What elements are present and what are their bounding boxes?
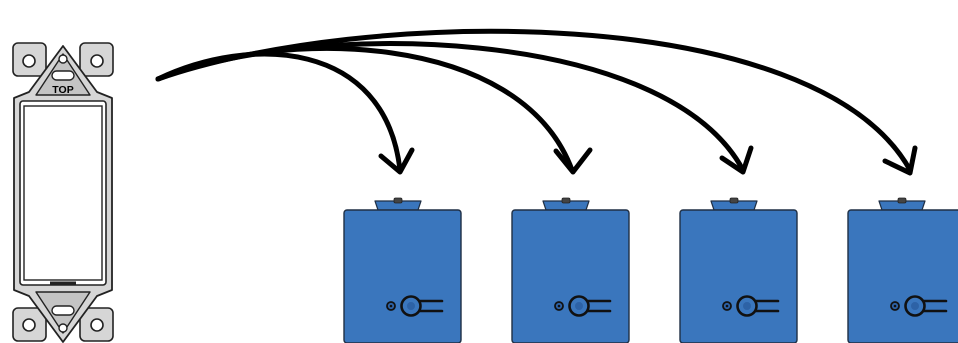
top-label: TOP xyxy=(52,84,73,96)
arrow-to-receiver-1 xyxy=(155,51,415,175)
receiver-body xyxy=(343,209,462,343)
key-icon-center xyxy=(743,302,751,310)
receiver-2 xyxy=(511,197,630,343)
screw-hole-top-right xyxy=(90,54,104,68)
receiver-4 xyxy=(847,197,958,343)
receiver-3 xyxy=(679,197,798,343)
screw-hole-bottom-right xyxy=(90,318,104,332)
receivers xyxy=(343,197,958,343)
arrow-to-receiver-2 xyxy=(155,46,593,175)
screw-hole-bottom-left xyxy=(22,318,36,332)
rocker-paddle[interactable] xyxy=(23,105,103,281)
top-center-hole xyxy=(58,54,68,64)
screw-hole-top-left xyxy=(22,54,36,68)
receiver-top-button xyxy=(561,197,571,204)
arrow-to-receiver-3 xyxy=(155,41,754,175)
receiver-led-center xyxy=(893,304,897,308)
key-icon-center xyxy=(407,302,415,310)
key-icon xyxy=(904,295,926,317)
receiver-led-center xyxy=(389,304,393,308)
receiver-1 xyxy=(343,197,462,343)
wall-switch: TOP xyxy=(12,42,114,343)
key-icon xyxy=(400,295,422,317)
key-icon-center xyxy=(911,302,919,310)
receiver-body xyxy=(679,209,798,343)
receiver-top-button xyxy=(393,197,403,204)
bottom-center-hole xyxy=(58,323,68,333)
signal-arrows xyxy=(155,28,918,176)
receiver-body xyxy=(511,209,630,343)
key-icon-center xyxy=(575,302,583,310)
top-oval-slot xyxy=(51,70,75,81)
key-icon xyxy=(736,295,758,317)
bottom-oval-slot xyxy=(51,305,75,316)
receiver-top-button xyxy=(729,197,739,204)
receiver-led-center xyxy=(557,304,561,308)
receiver-led-center xyxy=(725,304,729,308)
key-icon xyxy=(568,295,590,317)
receiver-top-button xyxy=(897,197,907,204)
arrow-to-receiver-4 xyxy=(155,28,918,176)
receiver-body xyxy=(847,209,958,343)
